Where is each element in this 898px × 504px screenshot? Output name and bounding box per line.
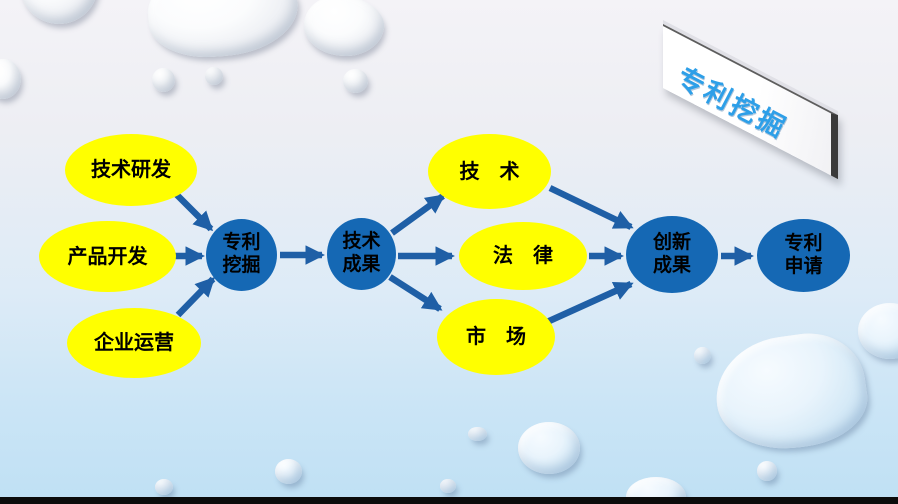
node-label: 专利 申请	[784, 232, 823, 277]
node-patent-mining: 专利 挖掘	[206, 219, 277, 291]
node-innovation-achievements: 创新 成果	[626, 216, 718, 293]
arrow-tech-achievements-to-technology	[390, 193, 446, 236]
node-enterprise-ops: 企业运营	[67, 308, 201, 378]
node-technology: 技 术	[428, 134, 551, 209]
node-label: 技术研发	[91, 159, 171, 181]
node-label: 产品开发	[67, 245, 148, 268]
water-droplet	[300, 0, 388, 61]
node-law: 法 律	[459, 222, 587, 290]
water-droplet	[518, 422, 580, 474]
bottom-bar	[0, 497, 898, 504]
water-droplet	[343, 69, 368, 93]
node-product-dev: 产品开发	[39, 221, 176, 292]
node-label: 法 律	[493, 245, 553, 267]
water-droplet	[205, 67, 223, 85]
water-droplet	[440, 479, 456, 493]
water-droplet	[275, 459, 302, 484]
water-droplet	[708, 326, 874, 458]
node-tech-achievements: 技术 成果	[327, 218, 396, 290]
node-label: 企业运营	[94, 332, 174, 354]
arrow-technology-to-innovation	[548, 185, 634, 230]
water-droplet	[468, 427, 487, 441]
water-droplet	[20, 0, 98, 24]
water-droplet	[858, 303, 898, 359]
arrow-enterprise-ops-to-patent-mining	[175, 276, 216, 318]
water-droplet	[155, 479, 173, 495]
node-label: 技术 成果	[342, 231, 381, 275]
water-droplet	[152, 68, 175, 92]
water-droplet	[694, 347, 711, 364]
node-label: 专利 挖掘	[222, 232, 261, 276]
node-patent-application: 专利 申请	[757, 219, 850, 292]
arrow-market-to-innovation	[545, 281, 634, 325]
node-market: 市 场	[437, 299, 555, 375]
water-droplet	[757, 461, 777, 481]
node-tech-rd: 技术研发	[65, 134, 197, 206]
node-label: 技 术	[459, 160, 520, 183]
node-label: 市 场	[466, 326, 526, 348]
arrow-tech-rd-to-patent-mining	[173, 191, 214, 232]
water-droplet	[145, 0, 301, 62]
water-droplet	[0, 59, 21, 99]
node-label: 创新 成果	[652, 231, 691, 276]
arrow-tech-achievements-to-market	[388, 274, 443, 312]
